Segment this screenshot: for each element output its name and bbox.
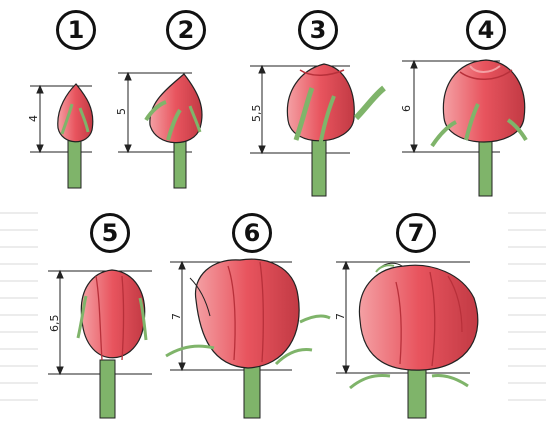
rose-6: 7 (166, 259, 330, 418)
height-label-6: 7 (170, 313, 183, 320)
height-label-7: 7 (334, 313, 347, 320)
stage-number-7: 7 (396, 213, 436, 253)
rose-5: 6,5 (48, 270, 152, 418)
ruled-lines-left (0, 213, 38, 400)
stage-number-1: 1 (56, 10, 96, 50)
stem (312, 140, 326, 196)
height-label-3: 5,5 (250, 105, 263, 123)
stage-number-6: 6 (232, 213, 272, 253)
rose-4: 6 (400, 60, 526, 196)
stem (479, 140, 492, 196)
height-label-2: 5 (115, 108, 128, 115)
stage-number-3: 3 (298, 10, 338, 50)
height-label-5: 6,5 (48, 315, 61, 333)
rose-7: 7 (334, 262, 478, 418)
height-label-1: 4 (27, 115, 40, 122)
stage-number-4: 4 (466, 10, 506, 50)
bud (81, 270, 144, 358)
rose-1: 4 (27, 84, 93, 188)
sepal (356, 88, 384, 118)
stage-number-5: 5 (90, 213, 130, 253)
stem (68, 140, 81, 188)
bloom (195, 259, 299, 368)
ruled-lines-right (508, 213, 546, 400)
height-label-4: 6 (400, 105, 413, 112)
stem (100, 360, 115, 418)
rose-2: 5 (115, 73, 202, 188)
rose-3: 5,5 (250, 64, 384, 196)
stage-number-2: 2 (166, 10, 206, 50)
bloom (359, 265, 477, 370)
